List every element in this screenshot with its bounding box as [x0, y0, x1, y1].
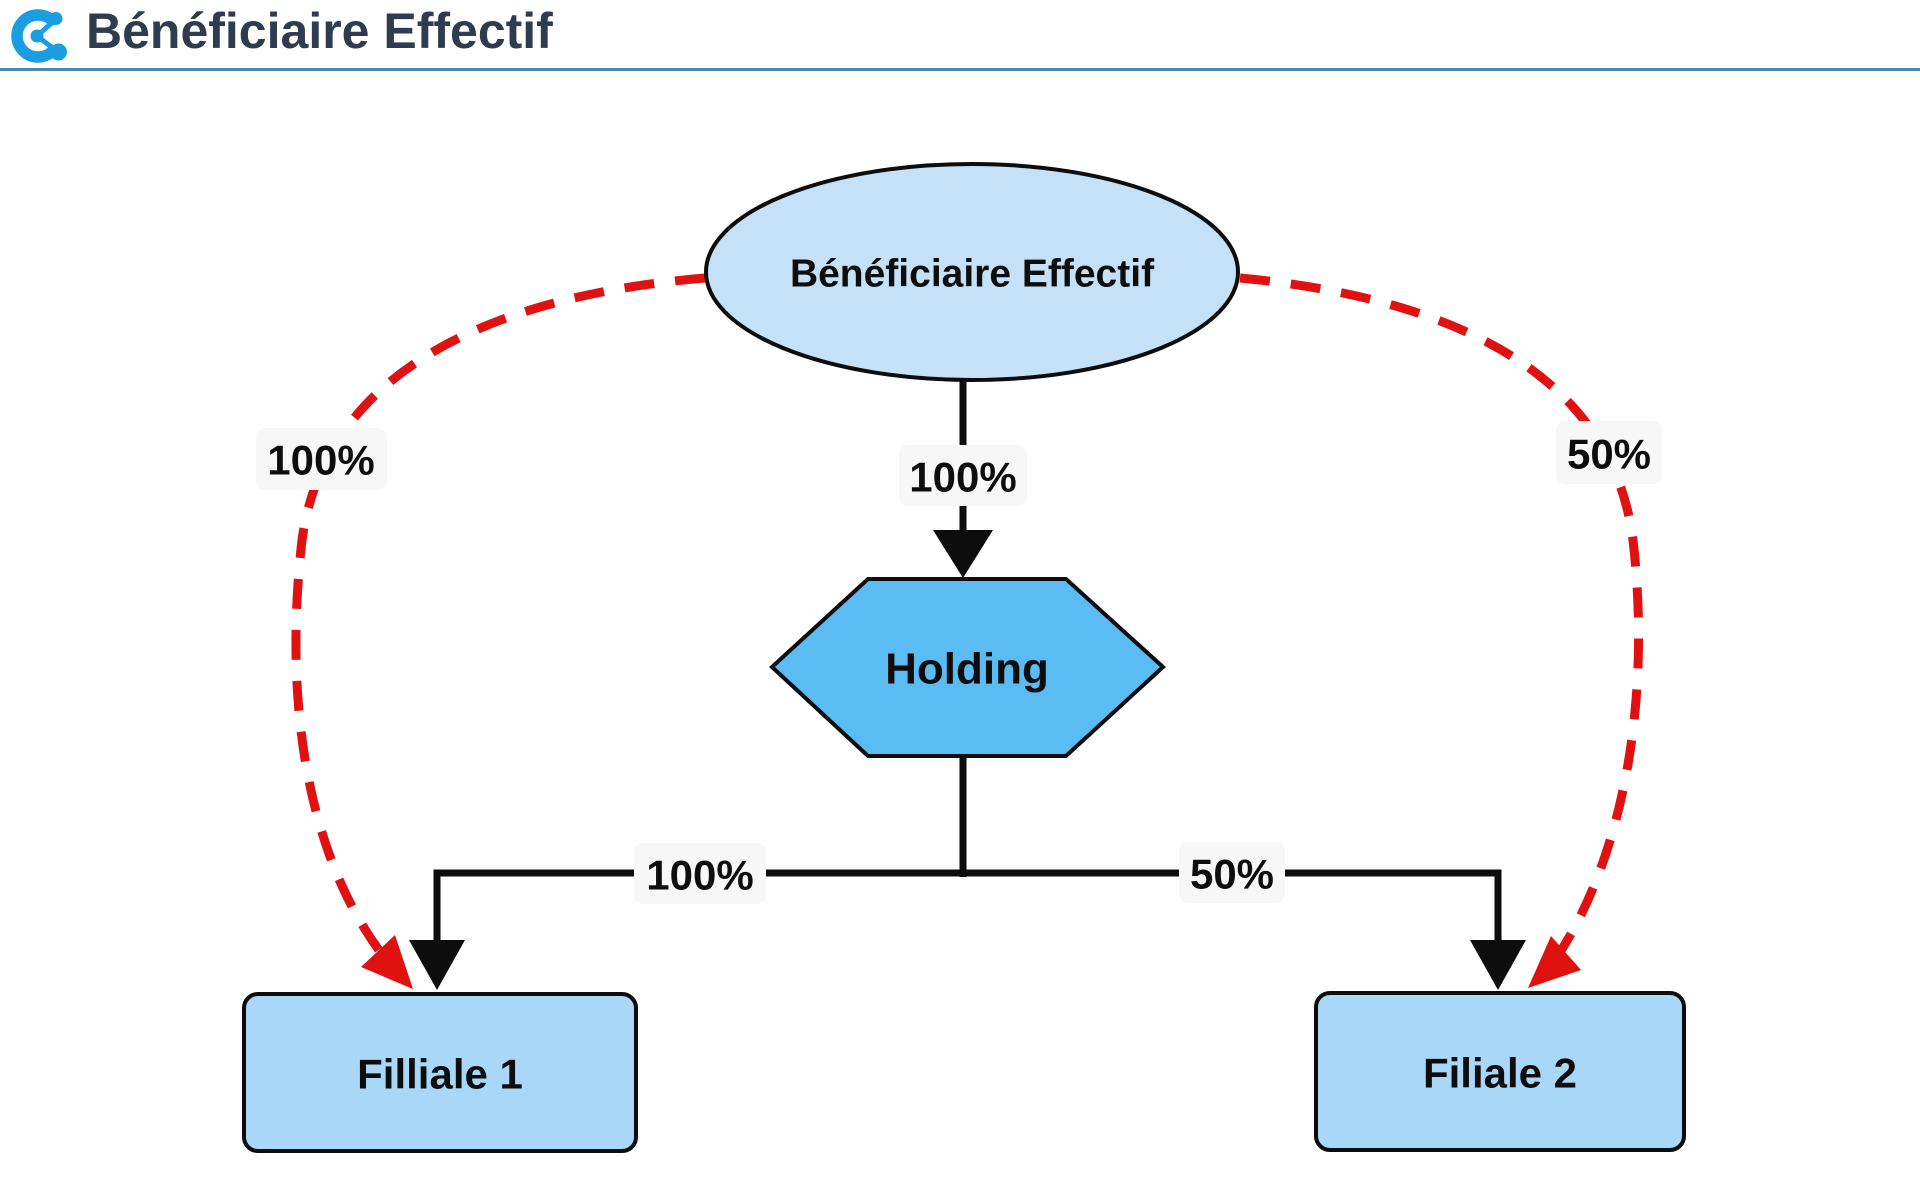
- edge-label-beneficiaire-holding: 100%: [899, 445, 1027, 506]
- svg-text:100%: 100%: [909, 454, 1016, 501]
- edge-label-holding-filiale2: 50%: [1179, 842, 1285, 903]
- edge-holding-to-subsidiaries: [409, 755, 1526, 990]
- svg-text:50%: 50%: [1567, 431, 1651, 478]
- black-arrowhead-filliale1: [409, 940, 465, 990]
- edge-label-beneficiaire-filiale2: 50%: [1556, 421, 1662, 484]
- edge-label-holding-filliale1: 100%: [634, 843, 766, 904]
- svg-text:100%: 100%: [646, 852, 753, 899]
- node-label-filiale2: Filiale 2: [1423, 1050, 1577, 1097]
- node-filiale-2: Filiale 2: [1314, 991, 1686, 1152]
- node-holding: Holding: [769, 577, 1166, 758]
- red-arrowhead-right: [1528, 936, 1581, 988]
- node-label-beneficiaire: Bénéficiaire Effectif: [790, 253, 1155, 296]
- black-arrowhead-center: [933, 530, 993, 578]
- node-filliale-1: Filliale 1: [242, 992, 638, 1153]
- node-label-holding: Holding: [885, 645, 1049, 694]
- node-beneficiaire-effectif: Bénéficiaire Effectif: [704, 162, 1240, 382]
- edge-label-beneficiaire-filliale1: 100%: [256, 428, 387, 490]
- page-title: Bénéficiaire Effectif: [86, 3, 553, 59]
- logo-icon: [11, 9, 67, 63]
- black-arrowhead-filiale2: [1470, 940, 1526, 990]
- svg-text:50%: 50%: [1190, 851, 1274, 898]
- svg-text:100%: 100%: [267, 437, 374, 484]
- edge-beneficiaire-to-filliale1: [291, 273, 706, 989]
- node-label-filliale1: Filliale 1: [357, 1051, 523, 1098]
- edge-beneficiaire-to-filiale2: [1239, 273, 1644, 988]
- page-header: Bénéficiaire Effectif: [0, 0, 1920, 71]
- red-arrowhead-left: [361, 935, 413, 989]
